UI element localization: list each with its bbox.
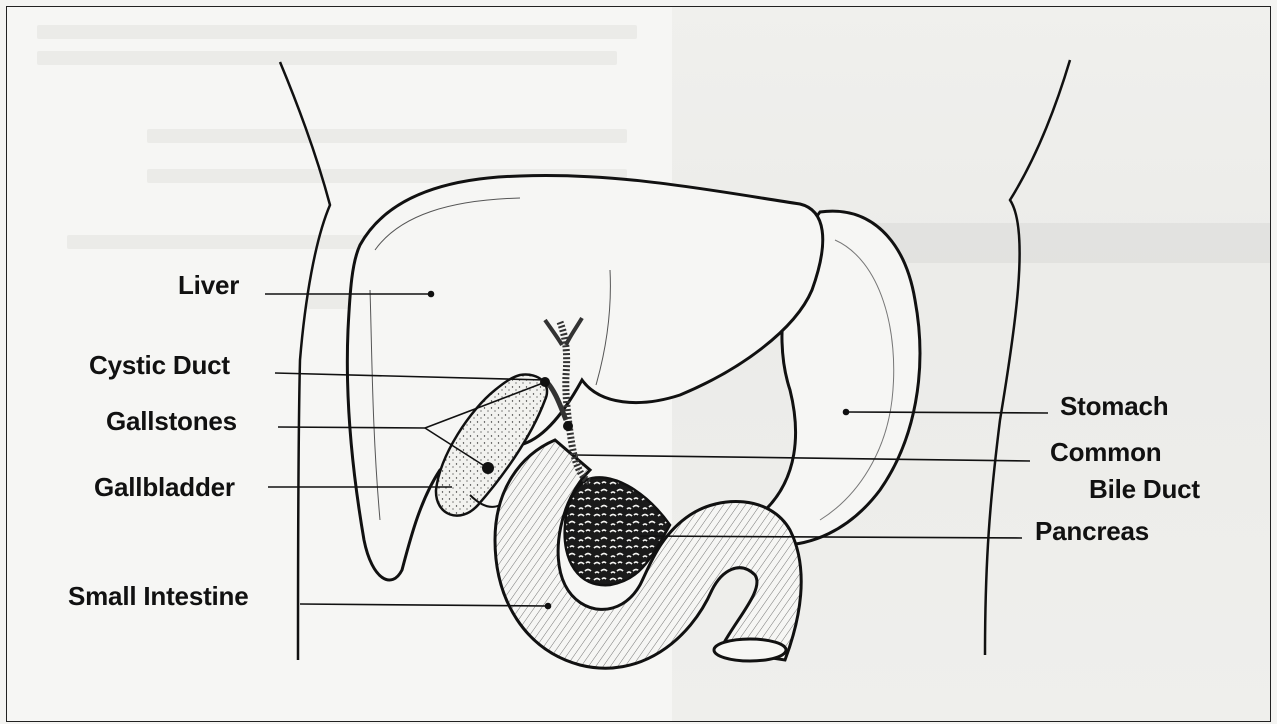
- body-outline-right: [985, 60, 1070, 655]
- gallstone: [482, 462, 494, 474]
- gallstone: [540, 377, 550, 387]
- label-cystic-duct: Cystic Duct: [89, 350, 230, 380]
- intestine-opening: [714, 639, 786, 661]
- label-liver: Liver: [178, 270, 239, 300]
- body-outline-left: [280, 62, 330, 660]
- label-gallbladder: Gallbladder: [94, 472, 235, 502]
- leader-stomach: [846, 412, 1048, 413]
- label-stomach: Stomach: [1060, 391, 1168, 421]
- label-pancreas: Pancreas: [1035, 516, 1149, 546]
- leader-gallstones: [278, 427, 425, 428]
- label-common-bile-duct-line1: Common: [1050, 437, 1161, 467]
- label-common-bile-duct-line2: Bile Duct: [1089, 474, 1200, 504]
- label-gallstones: Gallstones: [106, 406, 237, 436]
- label-small-intestine: Small Intestine: [68, 581, 249, 611]
- gallstone: [563, 421, 573, 431]
